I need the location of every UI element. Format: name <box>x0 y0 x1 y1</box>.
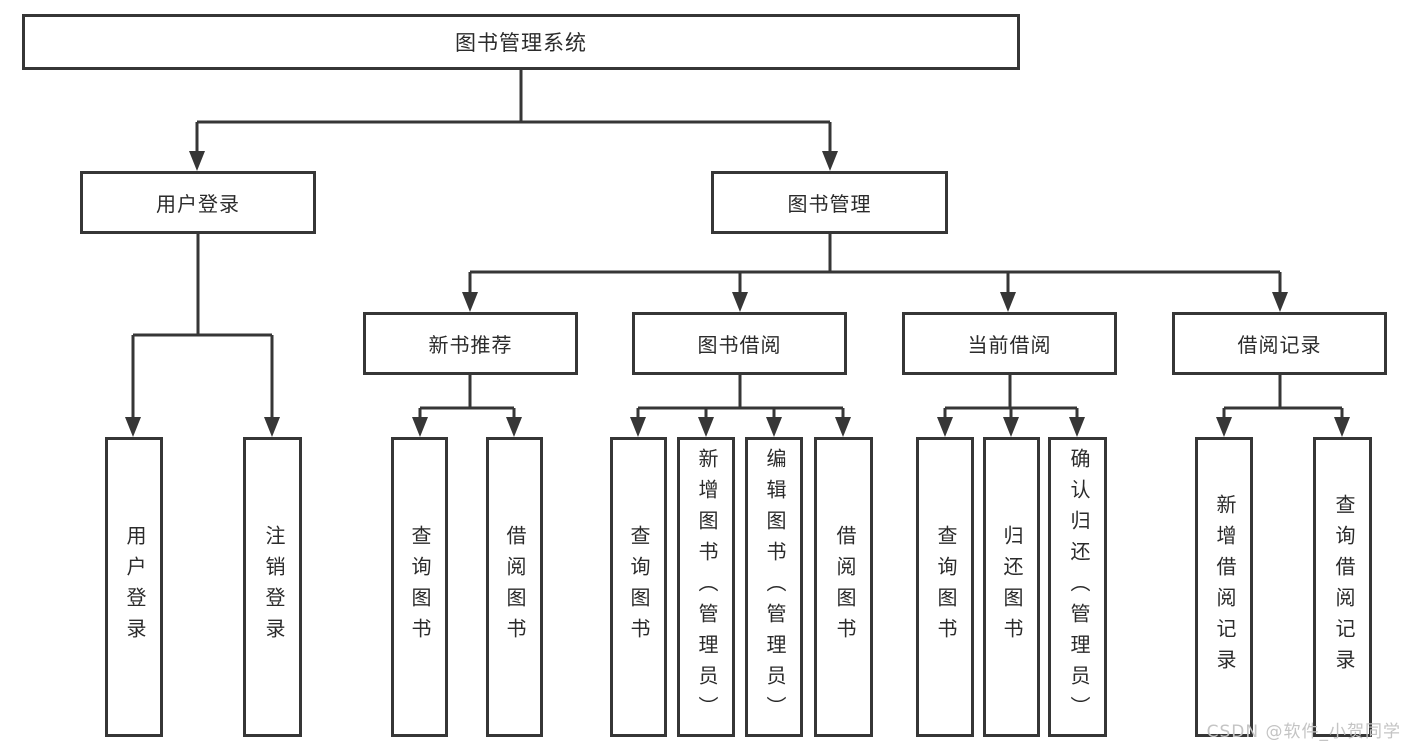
node-user-login: 用户登录 <box>80 171 316 234</box>
node-borrow-records: 借阅记录 <box>1172 312 1387 375</box>
node-book-borrow: 图书借阅 <box>632 312 847 375</box>
leaf-logout: 注销登录 <box>243 437 302 737</box>
leaf-add-book-admin: 新增图书（管理员） <box>677 437 735 737</box>
watermark-text: CSDN @软件_小贺同学 <box>1206 722 1401 742</box>
leaf-user-login: 用户登录 <box>105 437 163 737</box>
leaf-borrow-query-books: 查询图书 <box>610 437 667 737</box>
leaf-return-book: 归还图书 <box>983 437 1040 737</box>
leaf-add-borrow-record: 新增借阅记录 <box>1195 437 1253 737</box>
leaf-borrow-books: 借阅图书 <box>814 437 873 737</box>
leaf-edit-book-admin: 编辑图书（管理员） <box>745 437 803 737</box>
leaf-query-borrow-record: 查询借阅记录 <box>1313 437 1372 737</box>
leaf-confirm-return-admin: 确认归还（管理员） <box>1048 437 1107 737</box>
node-current-borrow: 当前借阅 <box>902 312 1117 375</box>
leaf-recommend-query-books: 查询图书 <box>391 437 448 737</box>
node-book-management: 图书管理 <box>711 171 948 234</box>
leaf-recommend-borrow-books: 借阅图书 <box>486 437 543 737</box>
node-new-book-recommend: 新书推荐 <box>363 312 578 375</box>
leaf-current-query-books: 查询图书 <box>916 437 974 737</box>
node-root: 图书管理系统 <box>22 14 1020 70</box>
